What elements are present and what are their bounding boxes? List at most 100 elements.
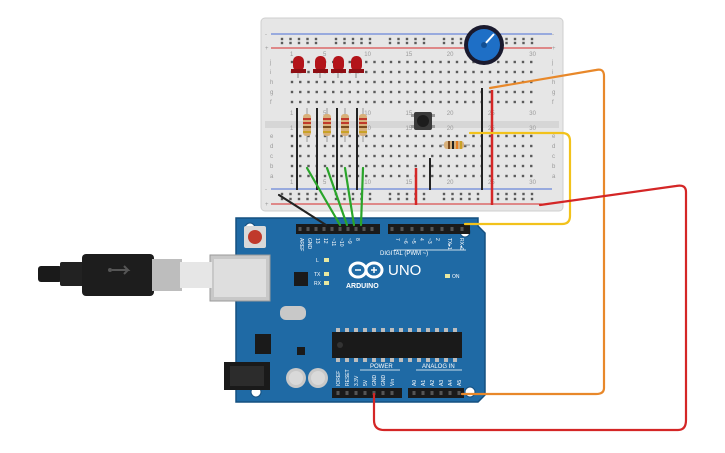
rail-hole[interactable]	[522, 41, 525, 45]
breadboard-hole[interactable]	[521, 134, 525, 138]
breadboard-hole[interactable]	[323, 134, 327, 138]
breadboard-hole[interactable]	[406, 144, 409, 148]
breadboard-hole[interactable]	[381, 164, 384, 168]
breadboard-hole[interactable]	[389, 100, 393, 104]
breadboard-hole[interactable]	[472, 164, 475, 168]
rail-hole[interactable]	[351, 192, 355, 196]
breadboard-hole[interactable]	[530, 174, 533, 178]
rail-hole[interactable]	[476, 197, 480, 201]
breadboard-hole[interactable]	[431, 90, 434, 94]
rail-hole[interactable]	[414, 37, 417, 41]
rail-hole[interactable]	[314, 192, 318, 196]
breadboard-hole[interactable]	[488, 100, 492, 104]
breadboard-hole[interactable]	[530, 144, 533, 148]
breadboard-hole[interactable]	[348, 90, 351, 94]
rail-hole[interactable]	[459, 197, 463, 201]
breadboard-hole[interactable]	[447, 60, 450, 64]
rail-hole[interactable]	[451, 192, 454, 196]
rail-hole[interactable]	[306, 37, 309, 41]
rail-hole[interactable]	[505, 41, 508, 45]
breadboard-hole[interactable]	[307, 90, 310, 94]
breadboard-hole[interactable]	[422, 174, 426, 178]
breadboard-hole[interactable]	[439, 164, 442, 168]
rail-hole[interactable]	[297, 197, 301, 201]
rail-hole[interactable]	[442, 41, 446, 45]
breadboard-hole[interactable]	[447, 70, 450, 74]
breadboard-hole[interactable]	[439, 154, 442, 158]
breadboard-hole[interactable]	[439, 60, 442, 64]
power-pin[interactable]	[336, 391, 340, 395]
breadboard-hole[interactable]	[398, 134, 401, 138]
breadboard-hole[interactable]	[521, 164, 525, 168]
breadboard-hole[interactable]	[505, 80, 508, 84]
breadboard-hole[interactable]	[447, 90, 450, 94]
resistor-4[interactable]	[359, 108, 367, 142]
breadboard-hole[interactable]	[472, 134, 475, 138]
rail-hole[interactable]	[351, 41, 355, 45]
breadboard-hole[interactable]	[299, 174, 302, 178]
rail-hole[interactable]	[442, 37, 446, 41]
power-pin[interactable]	[381, 391, 385, 395]
rail-hole[interactable]	[405, 197, 409, 201]
breadboard-hole[interactable]	[431, 134, 434, 138]
breadboard-hole[interactable]	[521, 174, 525, 178]
rail-hole[interactable]	[405, 41, 409, 45]
breadboard-hole[interactable]	[488, 90, 492, 94]
rail-hole[interactable]	[397, 37, 400, 41]
breadboard-hole[interactable]	[488, 144, 492, 148]
breadboard-hole[interactable]	[365, 90, 368, 94]
header-pin[interactable]	[346, 227, 350, 231]
rail-hole[interactable]	[530, 192, 534, 196]
breadboard-hole[interactable]	[530, 164, 533, 168]
breadboard-hole[interactable]	[389, 174, 393, 178]
rail-hole[interactable]	[397, 197, 400, 201]
breadboard-hole[interactable]	[414, 70, 417, 74]
yellow-wire[interactable]	[463, 131, 572, 226]
breadboard-hole[interactable]	[332, 80, 335, 84]
power-jack[interactable]	[224, 362, 270, 390]
breadboard-hole[interactable]	[513, 164, 516, 168]
rail-hole[interactable]	[451, 197, 454, 201]
breadboard-hole[interactable]	[513, 90, 516, 94]
breadboard-hole[interactable]	[422, 134, 426, 138]
breadboard-hole[interactable]	[348, 144, 351, 148]
orange-wire[interactable]	[460, 68, 606, 396]
breadboard-hole[interactable]	[398, 164, 401, 168]
header-pin[interactable]	[370, 227, 374, 231]
rail-hole[interactable]	[451, 37, 454, 41]
breadboard-hole[interactable]	[356, 90, 360, 94]
breadboard-hole[interactable]	[455, 164, 459, 168]
breadboard-hole[interactable]	[406, 134, 409, 138]
rail-hole[interactable]	[280, 37, 284, 41]
rail-hole[interactable]	[397, 41, 400, 45]
breadboard-hole[interactable]	[455, 90, 459, 94]
rail-hole[interactable]	[530, 37, 534, 41]
breadboard-hole[interactable]	[332, 164, 335, 168]
breadboard-hole[interactable]	[398, 70, 401, 74]
rail-hole[interactable]	[459, 41, 463, 45]
breadboard-hole[interactable]	[323, 164, 327, 168]
breadboard-hole[interactable]	[307, 70, 310, 74]
breadboard-hole[interactable]	[315, 100, 318, 104]
rail-hole[interactable]	[334, 37, 338, 41]
rail-hole[interactable]	[459, 192, 463, 196]
breadboard-hole[interactable]	[290, 154, 294, 158]
usb-port[interactable]	[209, 254, 271, 302]
breadboard-hole[interactable]	[323, 174, 327, 178]
breadboard-hole[interactable]	[530, 60, 533, 64]
breadboard-hole[interactable]	[497, 144, 500, 148]
breadboard-hole[interactable]	[464, 70, 467, 74]
breadboard-hole[interactable]	[513, 70, 516, 74]
breadboard-hole[interactable]	[381, 154, 384, 158]
breadboard-hole[interactable]	[323, 154, 327, 158]
rail-hole[interactable]	[297, 41, 301, 45]
breadboard-hole[interactable]	[414, 154, 417, 158]
rail-hole[interactable]	[289, 197, 292, 201]
header-pin[interactable]	[400, 227, 404, 231]
breadboard-hole[interactable]	[497, 164, 500, 168]
breadboard-hole[interactable]	[513, 154, 516, 158]
breadboard-hole[interactable]	[464, 90, 467, 94]
breadboard-hole[interactable]	[431, 164, 434, 168]
breadboard-hole[interactable]	[389, 154, 393, 158]
rail-hole[interactable]	[513, 197, 517, 201]
